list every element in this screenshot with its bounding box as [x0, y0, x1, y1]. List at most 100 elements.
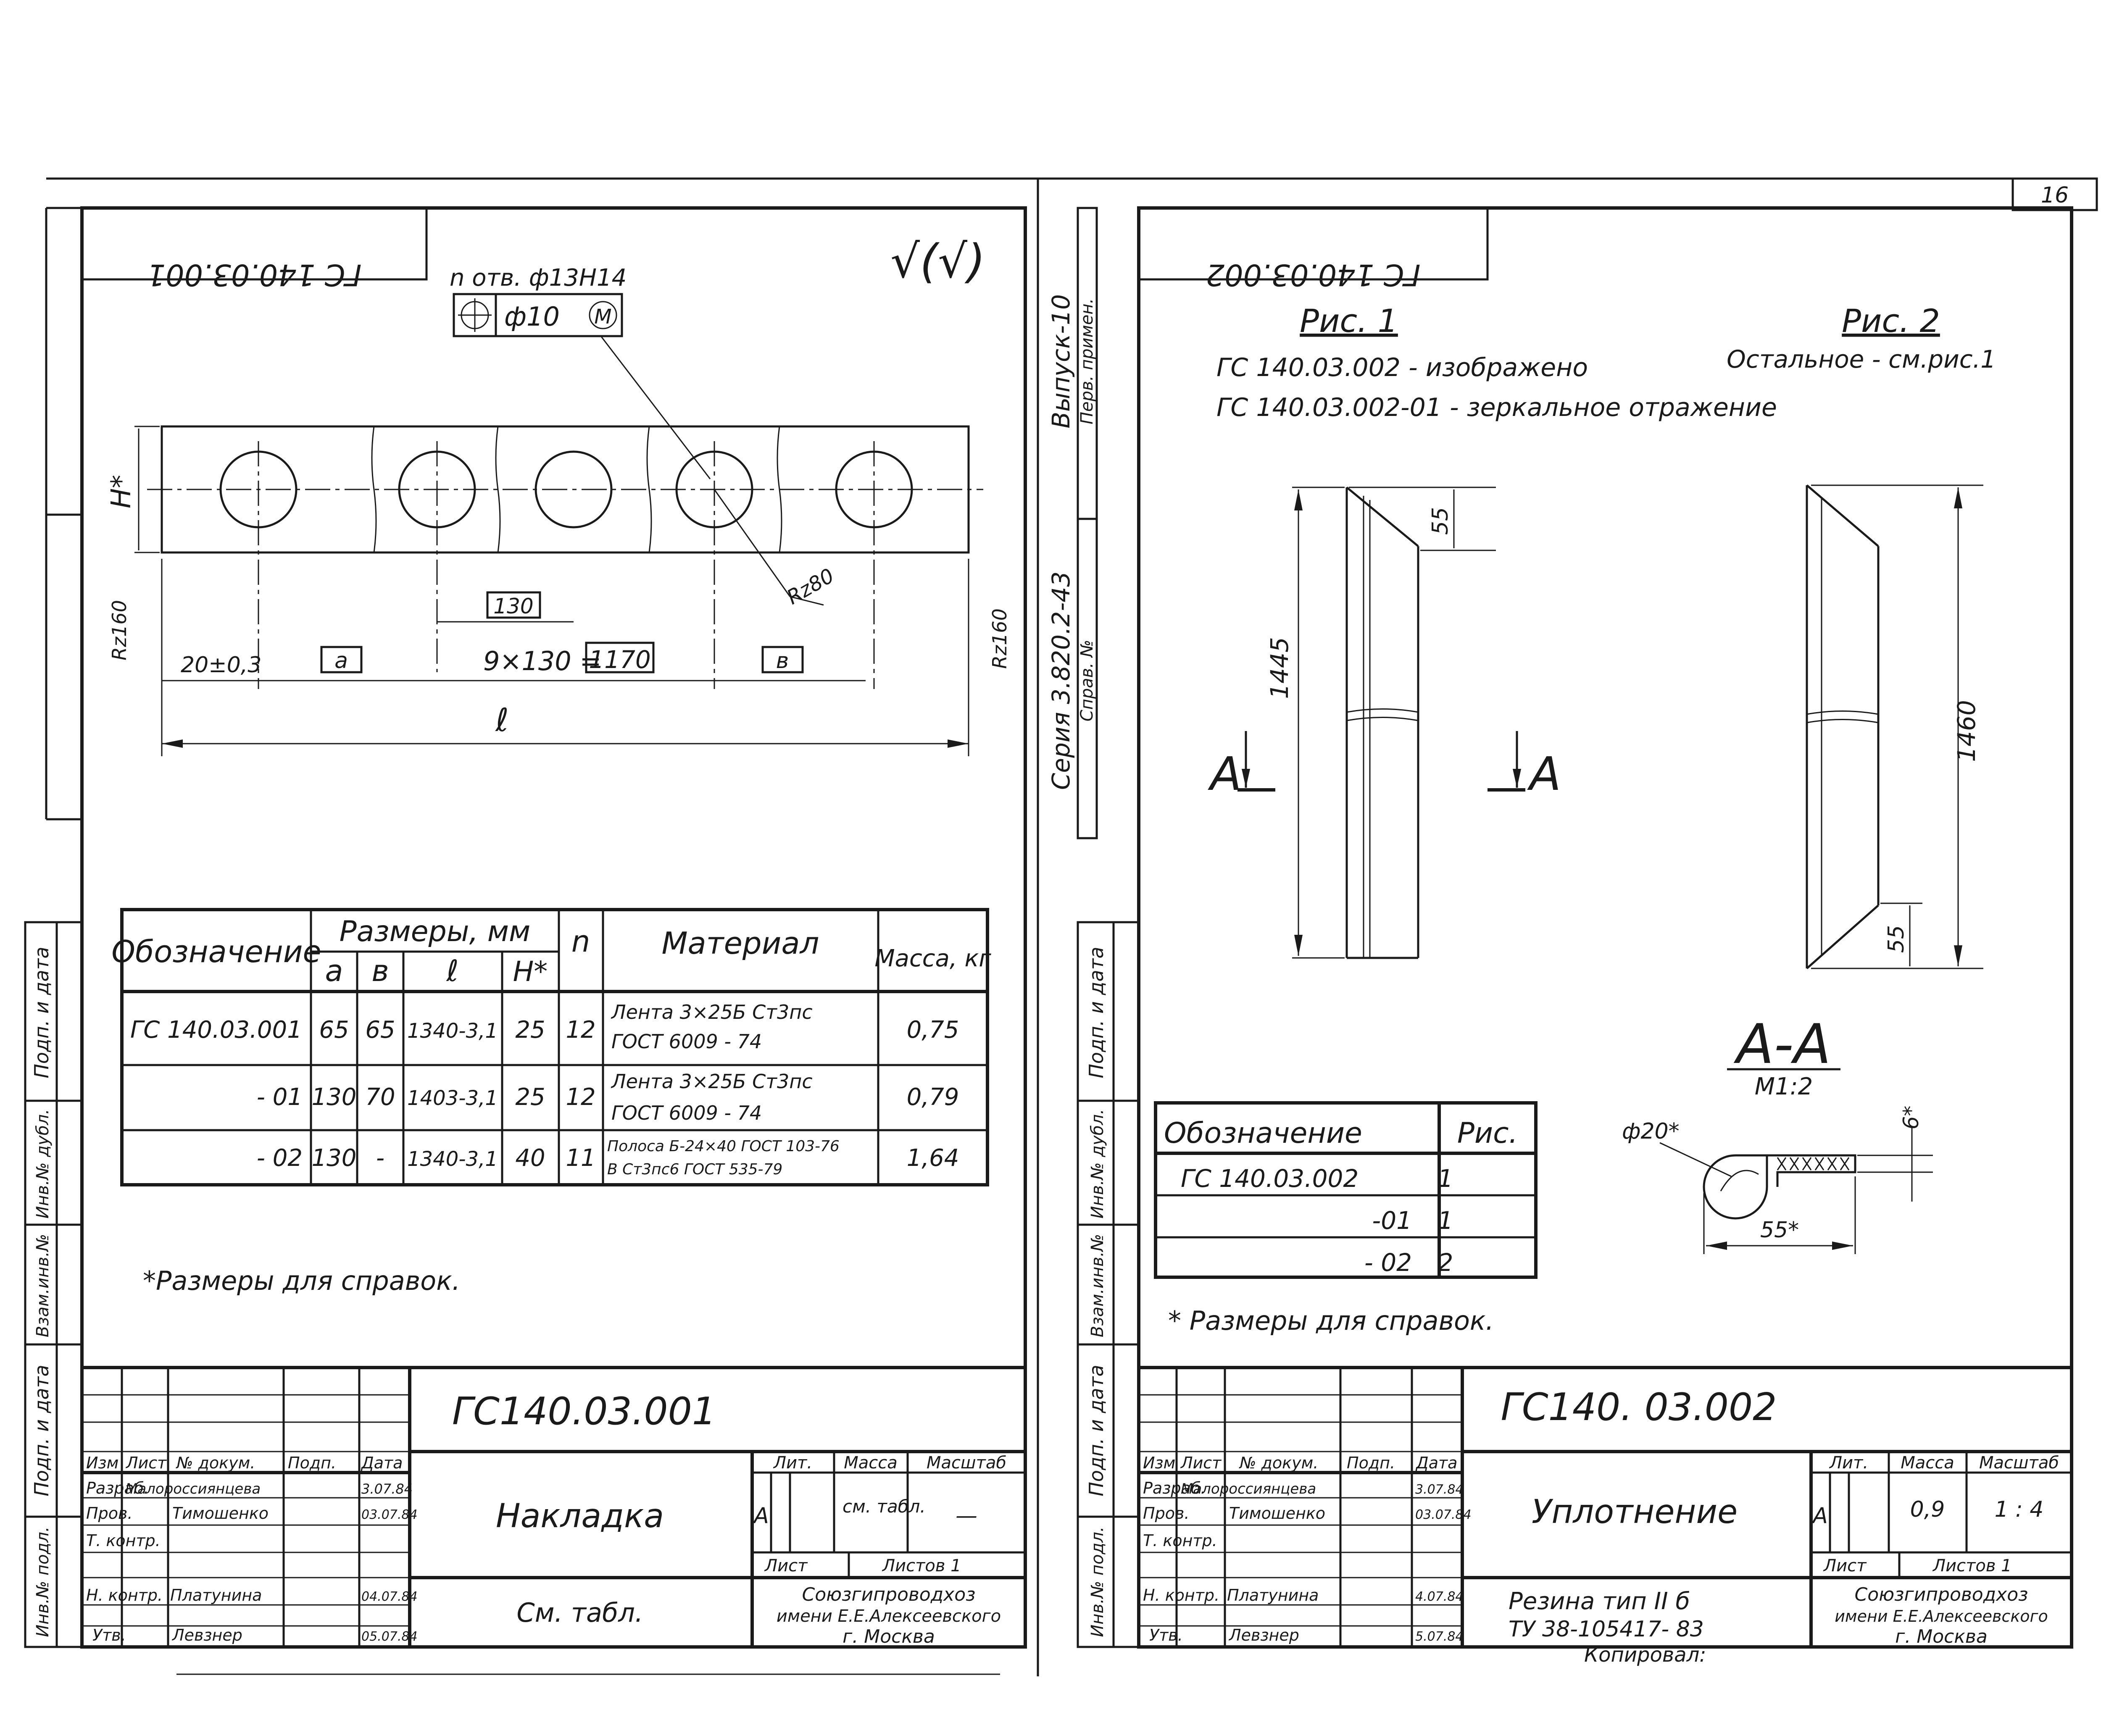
stamp-role: Пров.	[1143, 1504, 1189, 1523]
left-roughness-general: √(√)	[890, 234, 985, 288]
stamp-sheet-h: Лист	[764, 1556, 808, 1576]
stamp-col-list: Лист	[1180, 1454, 1222, 1472]
cell-designation: - 02	[257, 1144, 303, 1172]
fig1-note-2: ГС 140.03.002-01 - зеркальное отражение	[1216, 393, 1777, 422]
left-title-block: Изм Лист № докум. Подп. Дата Разраб. Мал…	[80, 1366, 1027, 1649]
section-d20: ф20*	[1622, 1119, 1680, 1144]
cell-H: 40	[515, 1144, 545, 1172]
table-row: - 02 130 - 1340-3,1 40 11 Полоса Б-24×40…	[257, 1138, 959, 1178]
stamp-org-3: г. Москва	[843, 1626, 935, 1647]
dim-55-top: 55	[1428, 507, 1453, 535]
dim-H: Н*	[106, 426, 160, 553]
cell-material-2: В Ст3пс6 ГОСТ 535-79	[607, 1161, 782, 1178]
cell-n: 12	[566, 1084, 595, 1111]
stamp-lit-h: Лит.	[1829, 1453, 1868, 1473]
series-issue: Выпуск-10	[1047, 294, 1075, 428]
cell-material-1: Полоса Б-24×40 ГОСТ 103-76	[607, 1138, 840, 1155]
left-mirror-title: ГС 140.03.001	[147, 258, 362, 292]
stamp-name: Левзнер	[171, 1626, 242, 1644]
dim-55-bottom: 55	[1884, 925, 1909, 953]
dim-1460: 1460	[1952, 700, 1981, 762]
right-mirror-title: ГС 140.03.002	[1206, 258, 1421, 292]
right-side-podp-data-2: Подп. и дата	[1085, 1365, 1108, 1496]
table-h-n: n	[571, 924, 590, 959]
dim-a: а	[334, 648, 348, 673]
position-tolerance-frame: ф10 М	[453, 293, 623, 337]
stamp-material: См. табл.	[516, 1597, 643, 1628]
table-h-a: а	[325, 954, 343, 988]
dim-l: ℓ	[495, 701, 508, 739]
stamp-role: Разраб.	[1143, 1479, 1206, 1497]
stamp-date: 04.07.84	[361, 1589, 418, 1604]
right-side-inv-podl: Инв.№ подл.	[1088, 1526, 1107, 1637]
stamp-lit: А	[1811, 1503, 1828, 1528]
stamp-col-podp: Подп.	[1347, 1454, 1395, 1472]
stamp-role: Разраб.	[86, 1479, 149, 1497]
stamp-code: ГС140. 03.002	[1501, 1385, 1777, 1429]
cell-designation: - 02	[1364, 1248, 1412, 1277]
stamp-col-doc: № докум.	[1239, 1454, 1318, 1472]
stamp-role: Утв.	[1149, 1626, 1183, 1644]
stamp-col-podp: Подп.	[288, 1454, 336, 1472]
dim-H-label: Н*	[106, 475, 137, 508]
cell-a: 130	[312, 1084, 357, 1111]
right-table-h-fig: Рис.	[1457, 1117, 1518, 1150]
stamp-role: Н. контр.	[86, 1586, 163, 1604]
dim-1170: 1170	[589, 645, 651, 674]
table-h-H: Н*	[513, 955, 548, 988]
fig2-title: Рис. 2	[1842, 302, 1940, 339]
section-mark-right: А	[1527, 747, 1561, 801]
stamp-date: 03.07.84	[1415, 1507, 1472, 1522]
cell-material-1: Лента 3×25Б Ст3пс	[611, 1070, 813, 1093]
section-mark-left: А	[1208, 747, 1242, 801]
stamp-mass-h: Масса	[844, 1453, 898, 1473]
left-footnote: *Размеры для справок.	[143, 1265, 460, 1296]
stamp-part-name: Уплотнение	[1532, 1493, 1738, 1531]
stamp-copied: Копировал:	[1584, 1643, 1706, 1667]
stamp-mass: 0,9	[1910, 1497, 1945, 1522]
table-h-designation: Обозначение	[111, 934, 321, 969]
right-footnote: * Размеры для справок.	[1168, 1305, 1494, 1336]
table-row: - 01 130 70 1403-3,1 25 12 Лента 3×25Б С…	[257, 1070, 959, 1124]
stamp-lit-h: Лит.	[773, 1453, 812, 1473]
cell-material-2: ГОСТ 6009 - 74	[611, 1030, 762, 1053]
cell-b: 65	[365, 1016, 395, 1044]
left-side-podp-data-2: Подп. и дата	[30, 1365, 53, 1496]
stamp-date: 03.07.84	[361, 1507, 418, 1522]
stamp-date: 3.07.84	[1415, 1482, 1464, 1497]
cell-mass: 1,64	[907, 1144, 959, 1172]
stamp-name: Платунина	[1227, 1586, 1319, 1604]
right-title-block: Изм Лист № докум. Подп. Дата Разраб. Мал…	[1137, 1366, 2073, 1667]
cell-fig: 1	[1438, 1164, 1453, 1193]
rz-right: Rz160	[988, 608, 1011, 669]
table-row: ГС 140.03.001 65 65 1340-3,1 25 12 Лента…	[130, 1001, 959, 1053]
stamp-role: Н. контр.	[1143, 1586, 1219, 1604]
sheet-number-box: 16	[2011, 177, 2098, 211]
stamp-sheets-h: Листов 1	[1932, 1556, 2012, 1576]
series-perv-primen: Перв. примен.	[1077, 298, 1097, 424]
table-row: ГС 140.03.002 1	[1181, 1164, 1453, 1193]
stamp-mass: см. табл.	[843, 1496, 926, 1517]
cell-designation: - 01	[257, 1084, 303, 1111]
stamp-role: Утв.	[92, 1626, 126, 1644]
stamp-col-izm: Изм	[86, 1454, 118, 1472]
right-side-stamp: Подп. и дата Инв.№ дубл. Взам.инв.№ Подп…	[1077, 921, 1140, 1648]
stamp-name: Платунина	[170, 1586, 262, 1604]
stamp-scale: —	[956, 1503, 977, 1528]
stamp-org-2: имени Е.Е.Алексеевского	[1835, 1607, 2048, 1626]
stamp-mass-h: Масса	[1901, 1453, 1954, 1473]
cell-fig: 1	[1438, 1206, 1453, 1235]
strip-drawing	[147, 425, 983, 689]
cell-l: 1340-3,1	[407, 1147, 498, 1171]
table-h-b: в	[371, 954, 389, 988]
cell-H: 25	[515, 1084, 545, 1111]
cell-designation: -01	[1372, 1206, 1412, 1235]
stamp-col-list: Лист	[125, 1454, 167, 1472]
cell-mass: 0,75	[907, 1016, 959, 1044]
stamp-date: 5.07.84	[1415, 1629, 1464, 1644]
table-row: - 02 2	[1364, 1248, 1453, 1277]
table-h-material: Материал	[661, 926, 819, 961]
stamp-date: 05.07.84	[361, 1629, 418, 1644]
stamp-role: Т. контр.	[86, 1531, 161, 1550]
